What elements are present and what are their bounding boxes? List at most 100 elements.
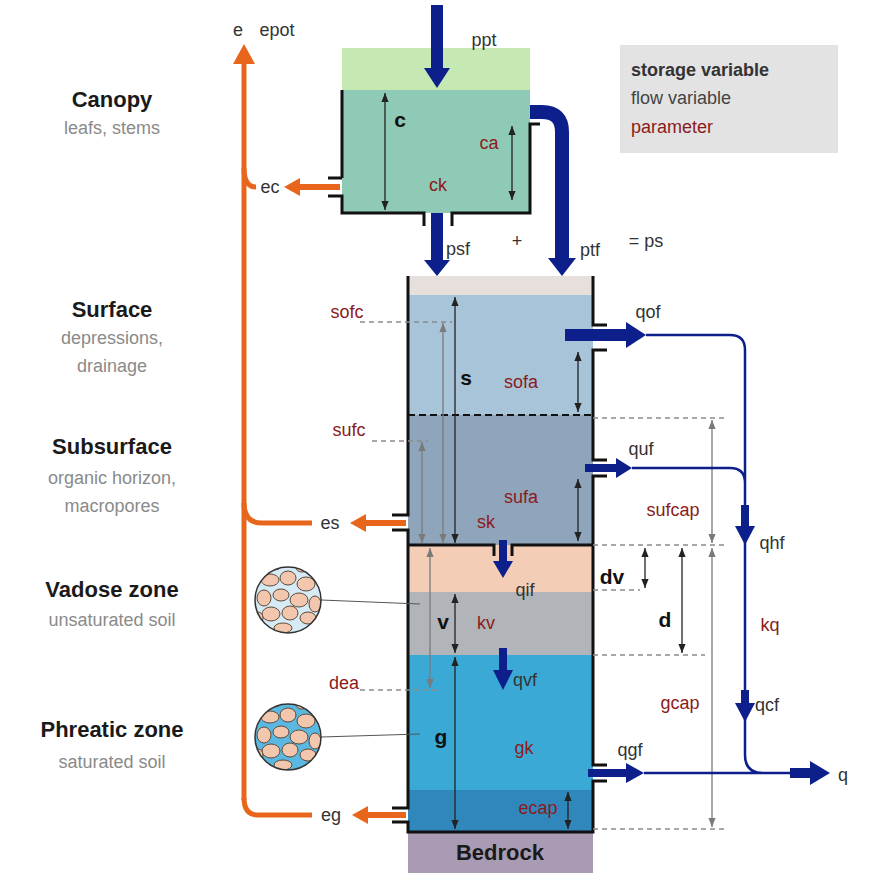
node-text: gk [514, 738, 533, 759]
flow-label: + [512, 231, 523, 252]
flow-label: d [659, 608, 672, 632]
soil-pore-figure-part [253, 699, 321, 770]
flow-label: epot [259, 20, 294, 41]
node-text: c [394, 108, 406, 132]
node-text: flow variable [631, 88, 731, 109]
evaporation-flows-part [244, 168, 256, 187]
evaporation-flows-part [350, 514, 366, 532]
flow-label: Phreatic zone [40, 717, 183, 742]
layer-fills-part [342, 90, 530, 213]
flow-label: q [838, 765, 848, 786]
dimension-arrows-part [681, 548, 682, 653]
node-text: ecap [518, 798, 557, 819]
water-flows-part [735, 526, 755, 545]
flow-label: dv [600, 565, 625, 589]
water-flows-part [735, 703, 755, 722]
dimension-arrows-part [454, 594, 455, 653]
parameter-arrows-part [442, 323, 443, 543]
evaporation-flows-part [352, 806, 368, 824]
flow-label: Subsurface [52, 434, 172, 459]
water-flows-part [585, 464, 618, 472]
node-text: Bedrock [456, 840, 544, 865]
evaporation-flows-part [244, 503, 312, 523]
dimension-arrows-part [577, 479, 578, 541]
flow-label: dea [329, 673, 359, 694]
layer-fills-part [408, 790, 593, 832]
bucket-walls-part [408, 414, 593, 416]
dimension-arrows-part [384, 93, 385, 210]
water-flows-part [565, 329, 628, 341]
water-flows-part [499, 540, 507, 563]
flow-label: Vadose zone [45, 577, 178, 602]
soil-pore-figure [253, 562, 420, 770]
guide-lines [360, 322, 728, 829]
dimension-arrows-part [567, 792, 568, 829]
evaporation-flows-part [298, 184, 340, 190]
water-flows-part [493, 561, 513, 578]
canopy-bucket: c ca ck [342, 48, 530, 213]
evaporation-flows [233, 44, 406, 824]
guide-lines-part [360, 322, 728, 829]
parameter-arrows-part [429, 548, 430, 688]
dimension-arrows-part [511, 126, 512, 200]
node-text: sk [477, 512, 495, 533]
flow-label: qgf [617, 740, 642, 761]
layer-fills-part [408, 655, 593, 790]
parameter-arrows-part [711, 548, 712, 827]
flow-label: gcap [660, 693, 699, 714]
node-text: qvf [513, 670, 537, 691]
flow-connector [530, 112, 576, 276]
edge-label: psf [446, 239, 470, 260]
node-text: ca [479, 133, 498, 154]
water-flows-part [431, 5, 443, 70]
flow-label: qhf [759, 533, 784, 554]
flow-label: = ps [629, 231, 664, 252]
legend-box: storage variableflow variableparameter [620, 45, 838, 153]
flow-label: leafs, stems [64, 118, 160, 139]
flow-label: eg [321, 805, 341, 826]
flow-label: kq [760, 615, 779, 636]
flow-label: ec [260, 177, 279, 198]
soil-pore-figure-part-part [253, 562, 321, 633]
bucket-walls [328, 90, 607, 832]
evaporation-flows-part [366, 812, 406, 818]
water-flows-part [741, 690, 749, 705]
dimension-arrows-part [454, 657, 455, 829]
flow-label: sufcap [646, 500, 699, 521]
parameter-arrows-part [421, 442, 422, 543]
dimension-arrows-part [644, 548, 645, 588]
flow-label: sofc [330, 302, 363, 323]
water-flows-part [810, 761, 830, 785]
flow-label: es [320, 513, 339, 534]
water-flows-part [626, 763, 644, 783]
water-flows-part [499, 648, 507, 672]
flow-label: sufc [332, 420, 365, 441]
node-text: g [435, 725, 448, 749]
node-text: s [460, 366, 472, 390]
flow-label: quf [628, 439, 653, 460]
flow-label: e [233, 20, 243, 41]
node-text: qif [515, 580, 534, 601]
flow-label: qof [635, 302, 660, 323]
layer-fills-part [408, 415, 593, 545]
node-text: ck [429, 175, 447, 196]
parameter-arrows [422, 323, 712, 827]
throughfall-pipe [530, 112, 562, 262]
dimension-arrows-part [454, 297, 455, 543]
evaporation-flows-part [244, 798, 312, 815]
soil-pore-figure-part-part [253, 699, 321, 770]
dimension-arrows [385, 93, 682, 829]
layer-fills-part [408, 276, 593, 295]
evaporation-flows-part [284, 178, 300, 196]
node-text: v [437, 610, 449, 634]
water-flows-part [790, 768, 812, 778]
water-flows-part [741, 505, 749, 528]
arrow-head [548, 258, 576, 276]
water-flows-part [424, 68, 450, 88]
dimension-arrows-part [577, 352, 578, 412]
node-text: sufa [504, 487, 538, 508]
flow-label: Canopy [72, 87, 153, 112]
layer-fills-part [408, 295, 593, 415]
node-text: kv [477, 613, 495, 634]
